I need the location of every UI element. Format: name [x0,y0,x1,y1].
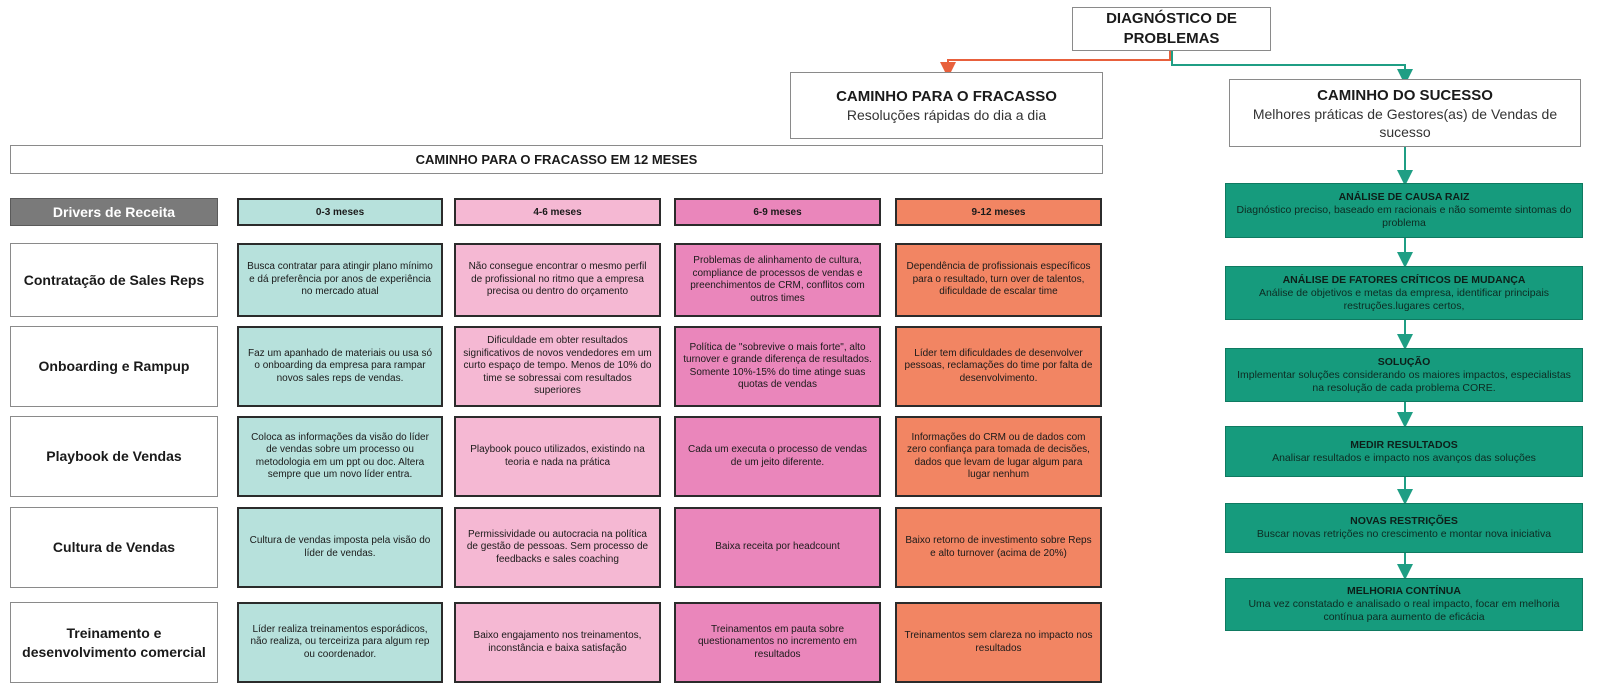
table-cell: Líder tem dificuldades de desenvolver pe… [895,326,1102,407]
step-title: ANÁLISE DE FATORES CRÍTICOS DE MUDANÇA [1282,273,1526,286]
cell-text: Dificuldade em obter resultados signific… [463,335,652,397]
cell-text: Líder tem dificuldades de desenvolver pe… [904,347,1093,384]
cell-text: Problemas de alinhamento de cultura, com… [690,255,865,304]
table-cell: Política de "sobrevive o mais forte", al… [674,326,881,407]
table-cell: Dependência de profissionais específicos… [895,243,1102,317]
success-path-arrow [1171,50,1413,85]
driver-playbook: Playbook de Vendas [10,416,218,497]
table-cell: Líder realiza treinamentos esporádicos, … [237,602,443,683]
driver-label: Onboarding e Rampup [38,358,190,374]
failure-path-title: CAMINHO PARA O FRACASSO [836,88,1057,105]
cell-text: Baixo engajamento nos treinamentos, inco… [473,630,642,654]
cell-text: Playbook pouco utilizados, existindo na … [470,444,645,468]
table-cell: Baixo retorno de investimento sobre Reps… [895,507,1102,588]
period-label: 4-6 meses [533,206,582,218]
driver-label: Contratação de Sales Reps [23,271,205,288]
failure-path-subtitle: Resoluções rápidas do dia a dia [846,107,1047,123]
drivers-header: Drivers de Receita [10,198,218,226]
period-header-9-12: 9-12 meses [895,198,1102,226]
success-path-subtitle: Melhores práticas de Gestores(as) de Ven… [1252,105,1558,140]
drivers-header-label: Drivers de Receita [52,204,176,220]
table-cell: Coloca as informações da visão do líder … [237,416,443,497]
step-text: Uma vez constatado e analisado o real im… [1248,598,1560,623]
cell-text: Política de "sobrevive o mais forte", al… [683,341,872,391]
cell-text: Permissividade ou autocracia na política… [466,528,649,565]
success-path-title: CAMINHO DO SUCESSO [1317,86,1493,104]
table-cell: Faz um apanhado de materiais ou usa só o… [237,326,443,407]
cell-text: Busca contratar para atingir plano mínim… [247,261,433,298]
driver-label: Cultura de Vendas [52,539,176,555]
driver-treinamento: Treinamento e desenvolvimento comercial [10,602,218,683]
cell-text: Não consegue encontrar o mesmo perfil de… [468,261,647,298]
driver-onboarding: Onboarding e Rampup [10,326,218,407]
table-cell: Treinamentos em pauta sobre questionamen… [674,602,881,683]
period-label: 9-12 meses [971,206,1026,218]
table-cell: Baixo engajamento nos treinamentos, inco… [454,602,661,683]
driver-contratacao: Contratação de Sales Reps [10,243,218,317]
table-cell: Busca contratar para atingir plano mínim… [237,243,443,317]
diagnostico-title: DIAGNÓSTICO DE PROBLEMAS [1106,10,1237,47]
step-melhoria-continua: MELHORIA CONTÍNUA Uma vez constatado e a… [1225,578,1583,631]
step-fatores-criticos: ANÁLISE DE FATORES CRÍTICOS DE MUDANÇA A… [1225,266,1583,320]
step-title: MELHORIA CONTÍNUA [1347,585,1461,597]
failure-12-months-banner: CAMINHO PARA O FRACASSO EM 12 MESES [10,145,1103,174]
cell-text: Treinamentos em pauta sobre questionamen… [698,623,857,660]
table-cell: Cultura de vendas imposta pela visão do … [237,507,443,588]
driver-cultura: Cultura de Vendas [10,507,218,588]
cell-text: Cada um executa o processo de vendas de … [688,444,867,468]
diagnostico-node: DIAGNÓSTICO DE PROBLEMAS [1072,7,1271,51]
step-text: Diagnóstico preciso, baseado em racionai… [1236,204,1572,229]
table-cell: Não consegue encontrar o mesmo perfil de… [454,243,661,317]
period-header-0-3: 0-3 meses [237,198,443,226]
period-header-6-9: 6-9 meses [674,198,881,226]
period-label: 0-3 meses [315,206,365,218]
failure-path-arrow [940,50,1171,78]
step-text: Analisar resultados e impacto nos avanço… [1272,451,1536,464]
step-title: NOVAS RESTRIÇÕES [1350,515,1458,527]
step-title: ANÁLISE DE CAUSA RAIZ [1338,191,1470,203]
step-medir-resultados: MEDIR RESULTADOS Analisar resultados e i… [1225,426,1583,477]
cell-text: Coloca as informações da visão do líder … [251,431,429,481]
driver-label: Playbook de Vendas [46,448,182,464]
cell-text: Líder realiza treinamentos esporádicos, … [250,623,430,660]
cell-text: Informações do CRM ou de dados com zero … [907,431,1090,481]
step-causa-raiz: ANÁLISE DE CAUSA RAIZ Diagnóstico precis… [1225,183,1583,238]
step-solucao: SOLUÇÃO Implementar soluções considerand… [1225,348,1583,402]
table-cell: Playbook pouco utilizados, existindo na … [454,416,661,497]
cell-text: Treinamentos sem clareza no impacto nos … [904,630,1093,654]
step-title: MEDIR RESULTADOS [1350,438,1458,451]
cell-text: Baixo retorno de investimento sobre Reps… [905,535,1092,559]
failure-path-node: CAMINHO PARA O FRACASSO Resoluções rápid… [790,72,1103,139]
table-cell: Baixa receita por headcount [674,507,881,588]
driver-label: Treinamento e desenvolvimento comercial [22,624,206,660]
step-novas-restricoes: NOVAS RESTRIÇÕES Buscar novas retrições … [1225,503,1583,553]
cell-text: Baixa receita por headcount [715,541,840,553]
table-cell: Informações do CRM ou de dados com zero … [895,416,1102,497]
table-cell: Dificuldade em obter resultados signific… [454,326,661,407]
table-cell: Permissividade ou autocracia na política… [454,507,661,588]
cell-text: Cultura de vendas imposta pela visão do … [249,535,431,559]
cell-text: Dependência de profissionais específicos… [906,261,1091,298]
table-cell: Cada um executa o processo de vendas de … [674,416,881,497]
banner-text: CAMINHO PARA O FRACASSO EM 12 MESES [415,152,698,167]
success-path-node: CAMINHO DO SUCESSO Melhores práticas de … [1229,79,1581,147]
period-header-4-6: 4-6 meses [454,198,661,226]
step-text: Análise de objetivos e metas da empresa,… [1258,286,1550,312]
period-label: 6-9 meses [753,206,802,218]
step-text: Implementar soluções considerando os mai… [1237,368,1571,394]
table-cell: Treinamentos sem clareza no impacto nos … [895,602,1102,683]
table-cell: Problemas de alinhamento de cultura, com… [674,243,881,317]
step-title: SOLUÇÃO [1377,355,1431,368]
step-text: Buscar novas retrições no crescimento e … [1256,528,1552,540]
cell-text: Faz um apanhado de materiais ou usa só o… [248,347,432,384]
